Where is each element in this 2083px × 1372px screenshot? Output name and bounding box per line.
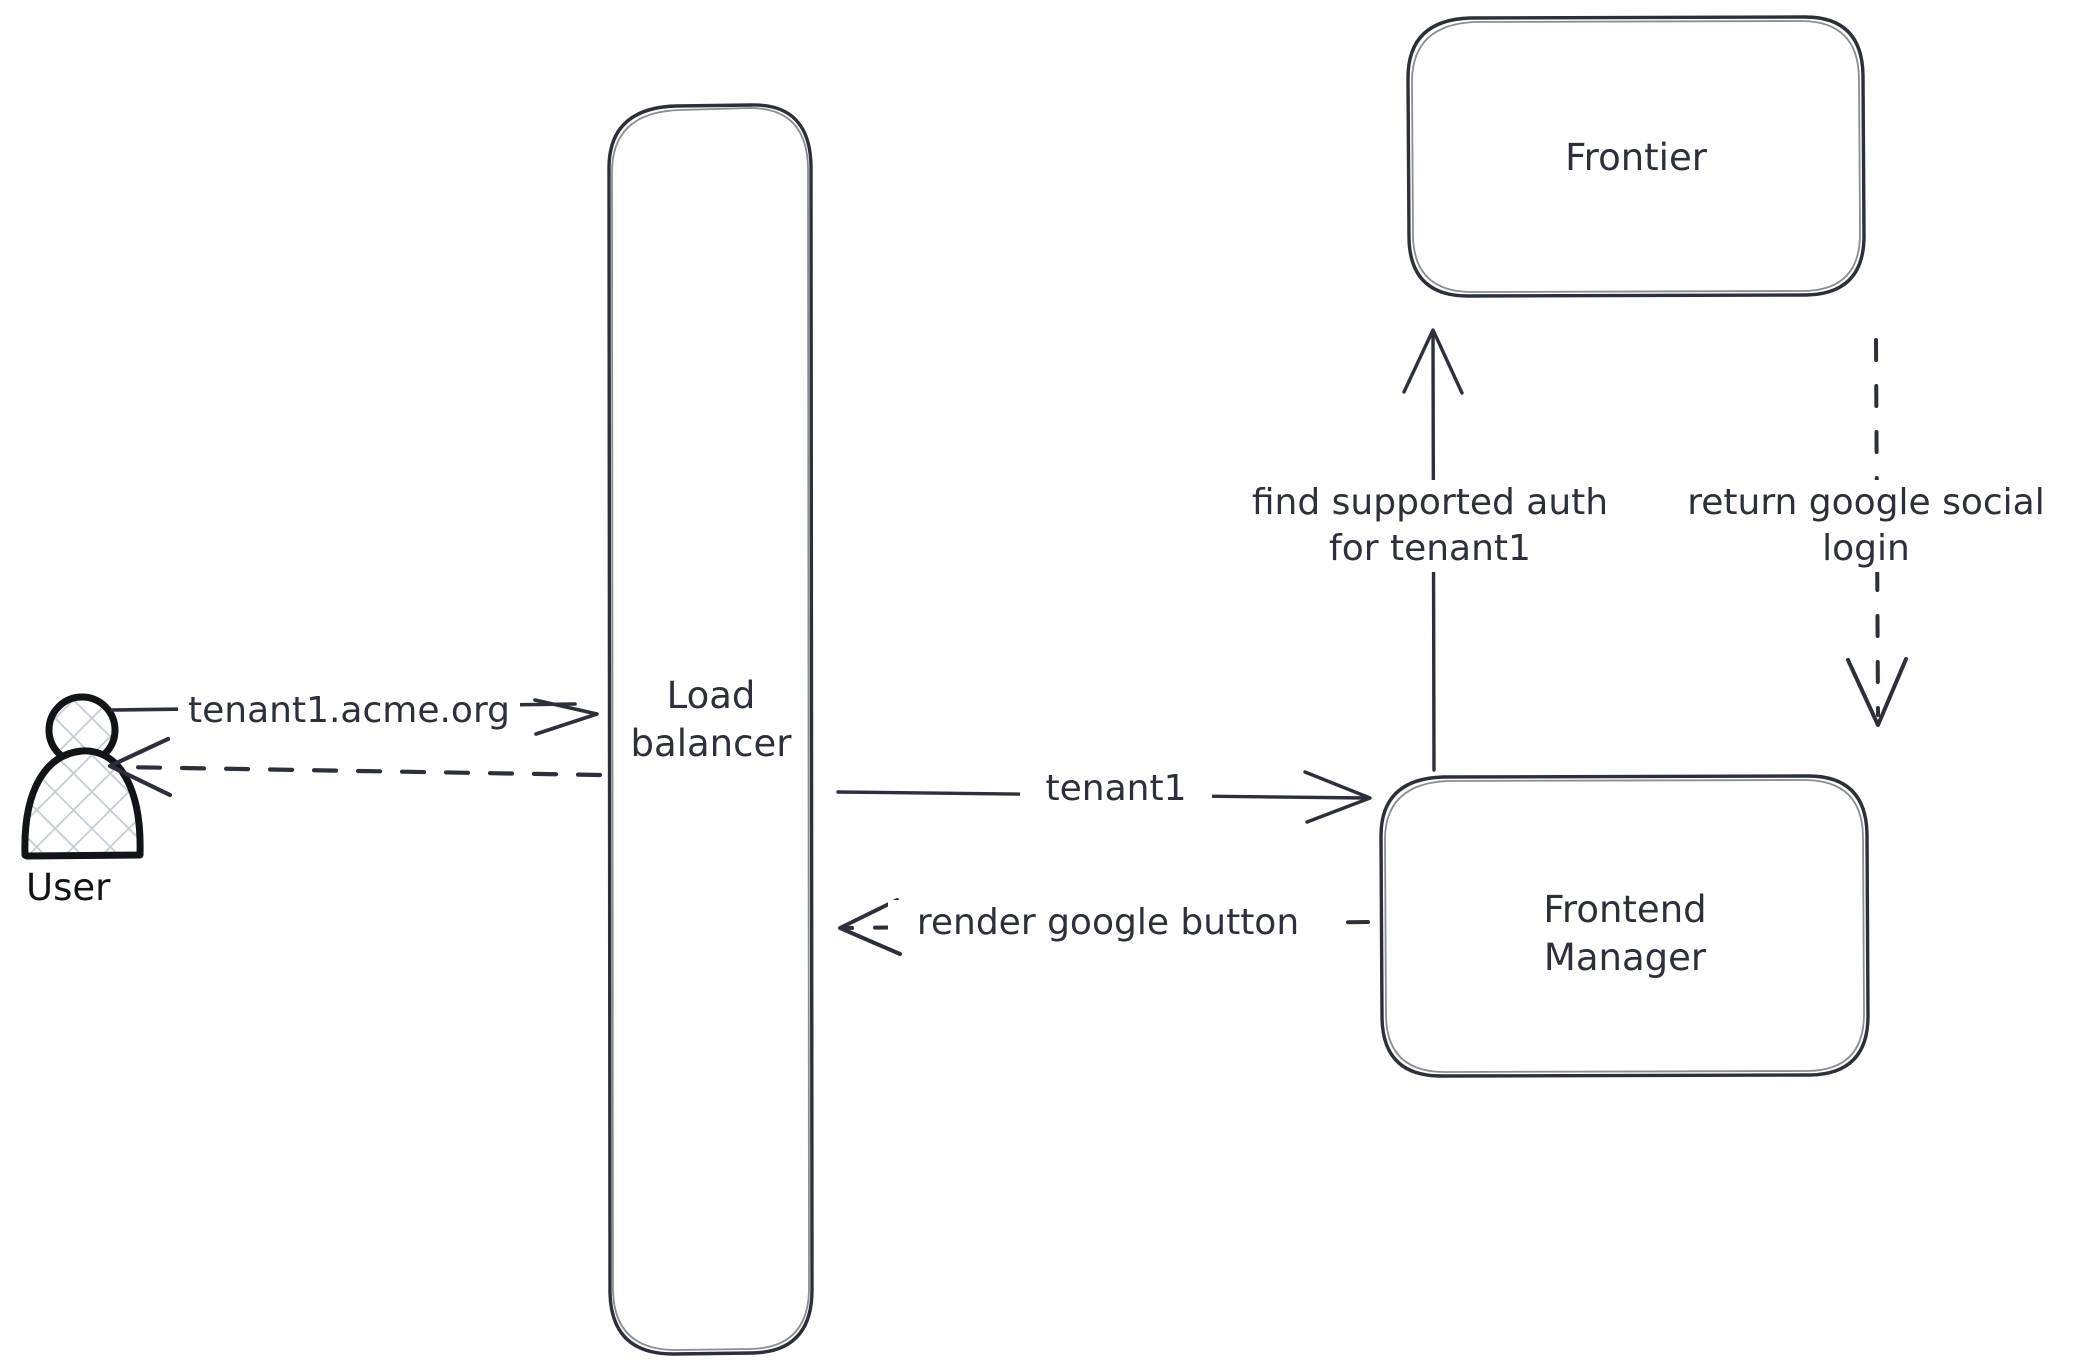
user-node-label: User (26, 866, 111, 909)
edge-label-tenant1-acme-org: tenant1.acme.org (178, 688, 520, 735)
edge-load-balancer-to-user (107, 736, 603, 798)
edge-label-tenant1: tenant1 (1020, 766, 1212, 813)
edge-label-find-supported-auth: find supported auth for tenant1 (1218, 480, 1642, 573)
load-balancer-node-shape[interactable] (607, 103, 814, 1356)
user-actor-icon (21, 693, 144, 860)
edge-label-render-google-button: render google button (888, 900, 1328, 947)
edge-label-return-google-social-login: return google social login (1660, 480, 2072, 573)
frontier-node-shape[interactable] (1406, 15, 1866, 298)
frontend-manager-node-shape[interactable] (1379, 774, 1870, 1078)
